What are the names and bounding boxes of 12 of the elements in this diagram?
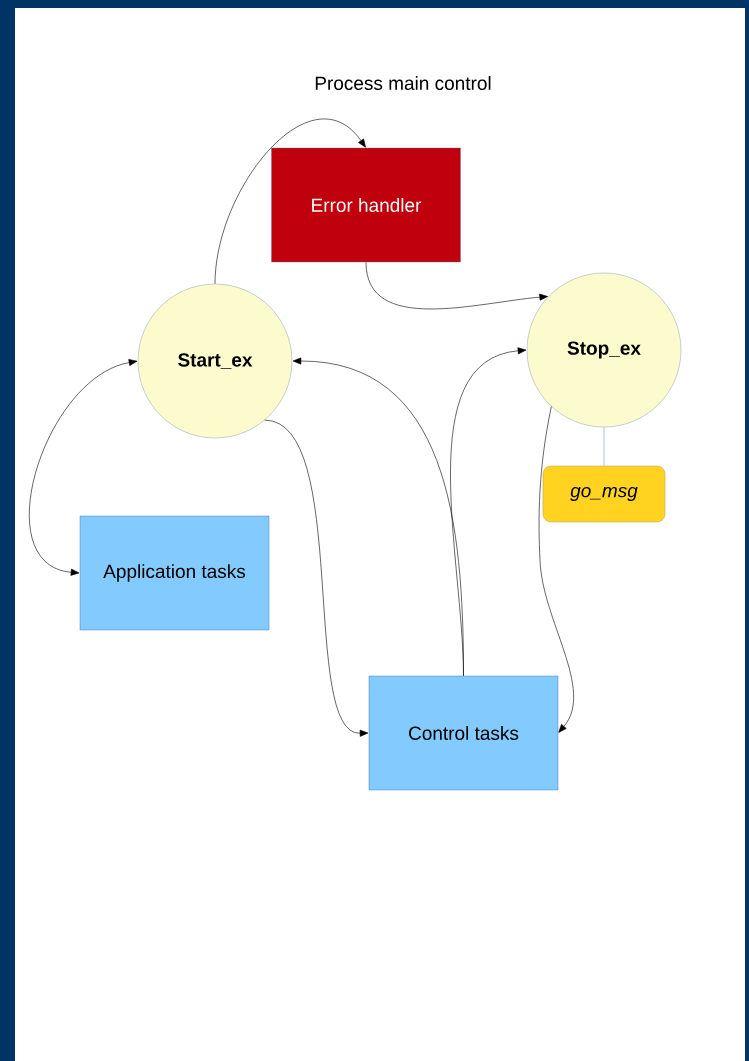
connector-line	[603, 426, 605, 467]
arrow	[264, 419, 369, 737]
process-box: Error handler	[271, 147, 461, 263]
arrow	[538, 406, 574, 733]
arrow	[365, 261, 548, 310]
task-box: Control tasks	[368, 675, 559, 791]
diagram-title: Process main control	[315, 76, 491, 90]
arrow	[214, 119, 366, 285]
arrow	[450, 347, 527, 677]
arrow	[29, 359, 138, 576]
task-box: Application tasks	[79, 515, 270, 631]
message-box: go_msg	[542, 465, 666, 523]
